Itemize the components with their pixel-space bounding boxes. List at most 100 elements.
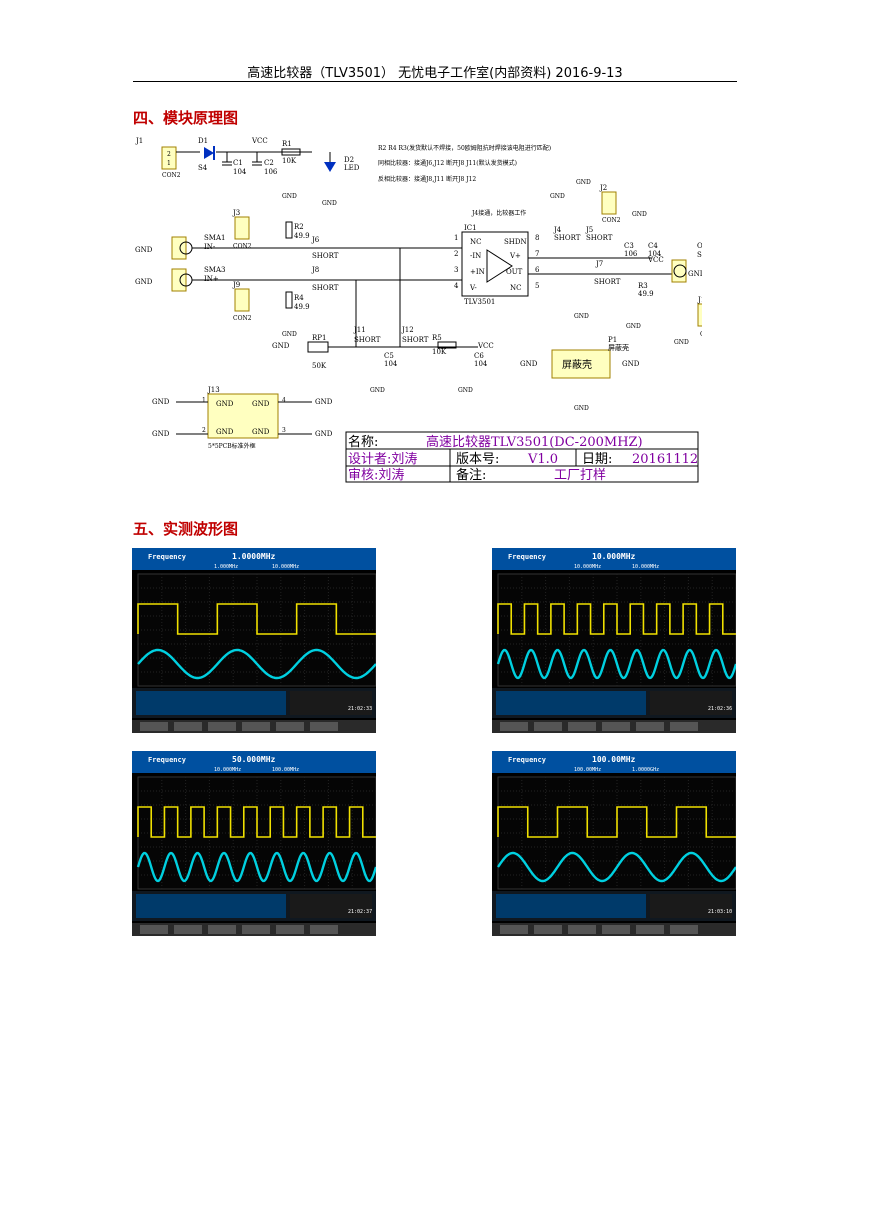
- svg-text:GND: GND: [152, 430, 170, 438]
- svg-text:J4: J4: [553, 226, 562, 234]
- svg-text:2: 2: [202, 427, 206, 434]
- svg-text:OUT: OUT: [697, 242, 702, 250]
- svg-text:GND: GND: [252, 400, 270, 408]
- svg-text:SHORT: SHORT: [586, 234, 613, 242]
- svg-text:4: 4: [282, 397, 286, 404]
- svg-text:GND: GND: [216, 428, 234, 436]
- scope-measure-value: 1.0000MHz: [232, 552, 276, 561]
- svg-text:GND: GND: [574, 313, 589, 320]
- svg-text:名称:: 名称:: [348, 434, 378, 450]
- svg-text:备注:: 备注:: [456, 467, 486, 483]
- svg-text:SHDN: SHDN: [504, 238, 527, 246]
- svg-text:3: 3: [454, 266, 458, 274]
- scope-square-trace: [137, 603, 376, 635]
- scope-sine-trace: [136, 851, 376, 883]
- svg-text:GND: GND: [458, 387, 473, 394]
- svg-text:GND: GND: [272, 342, 290, 350]
- svg-text:屏蔽壳: 屏蔽壳: [562, 358, 592, 371]
- scope-measure-title: Frequency: [508, 756, 547, 764]
- svg-text:R4: R4: [294, 294, 304, 302]
- svg-text:C2: C2: [264, 159, 274, 167]
- svg-text:NC: NC: [510, 284, 521, 292]
- svg-text:GND: GND: [520, 360, 538, 368]
- svg-text:J8: J8: [311, 266, 319, 274]
- svg-text:GND: GND: [688, 270, 702, 278]
- svg-text:SHORT: SHORT: [554, 234, 581, 242]
- svg-text:GND: GND: [315, 398, 333, 406]
- svg-text:J12: J12: [401, 326, 414, 334]
- svg-text:49.9: 49.9: [638, 290, 654, 298]
- svg-text:CON2: CON2: [700, 331, 702, 338]
- svg-text:C6: C6: [474, 352, 484, 360]
- svg-text:GND: GND: [626, 323, 641, 330]
- scope-time: 21:02:37: [348, 909, 372, 915]
- svg-text:5*5PCB标准外框: 5*5PCB标准外框: [208, 442, 256, 450]
- svg-text:J3: J3: [232, 209, 240, 217]
- svg-text:10K: 10K: [282, 157, 297, 165]
- svg-text:V1.0: V1.0: [527, 452, 558, 467]
- svg-text:5: 5: [535, 282, 539, 290]
- svg-text:1: 1: [202, 397, 206, 404]
- svg-text:GND: GND: [135, 246, 153, 254]
- svg-text:IN-: IN-: [204, 243, 216, 251]
- scope-time: 21:02:33: [348, 706, 372, 712]
- svg-text:1: 1: [454, 234, 458, 242]
- svg-text:SHORT: SHORT: [354, 336, 381, 344]
- svg-text:SMA3: SMA3: [204, 266, 225, 274]
- svg-text:R2: R2: [294, 223, 304, 231]
- scope-measure-title: Frequency: [148, 756, 187, 764]
- svg-text:GND: GND: [622, 360, 640, 368]
- svg-text:J2: J2: [599, 184, 607, 192]
- j13-frame: [207, 393, 279, 439]
- svg-text:TLV3501: TLV3501: [464, 298, 495, 306]
- svg-text:D1: D1: [198, 137, 208, 145]
- svg-text:4: 4: [454, 282, 459, 290]
- scope-range-right: 1.0000GHz: [632, 767, 659, 773]
- svg-text:R2 R4 R3(发货默认不焊接，50欧姆阻抗时焊接该电阻进: R2 R4 R3(发货默认不焊接，50欧姆阻抗时焊接该电阻进行匹配): [378, 144, 551, 152]
- title-block: 名称: 高速比较器TLV3501(DC-200MHZ) 设计者:刘涛 版本号: …: [345, 431, 699, 483]
- section-heading-waveforms: 五、实测波形图: [133, 520, 239, 538]
- svg-text:J10: J10: [697, 296, 702, 304]
- svg-text:R5: R5: [432, 334, 442, 342]
- svg-text:CON2: CON2: [233, 315, 252, 322]
- svg-text:GND: GND: [282, 331, 297, 338]
- header-divider: [133, 81, 737, 82]
- svg-text:同相比较器：接通J6,J12 断开J8 J11(默认发货模式: 同相比较器：接通J6,J12 断开J8 J11(默认发货模式): [378, 159, 517, 167]
- svg-text:106: 106: [264, 168, 278, 176]
- svg-text:SHORT: SHORT: [312, 284, 339, 292]
- svg-text:49.9: 49.9: [294, 303, 310, 311]
- svg-text:50K: 50K: [312, 362, 327, 370]
- svg-text:104: 104: [384, 360, 398, 368]
- scope-square-trace: [497, 806, 736, 838]
- svg-text:LED: LED: [344, 164, 360, 172]
- svg-text:SHORT: SHORT: [312, 252, 339, 260]
- scope-measure-value: 50.000MHz: [232, 755, 276, 764]
- svg-text:GND: GND: [315, 430, 333, 438]
- svg-text:版本号:: 版本号:: [456, 452, 499, 467]
- svg-text:2: 2: [167, 151, 171, 158]
- scope-sine-trace: [496, 648, 736, 680]
- scope-square-trace: [137, 806, 376, 838]
- svg-text:J5: J5: [585, 226, 593, 234]
- svg-text:GND: GND: [152, 398, 170, 406]
- svg-text:J7: J7: [595, 260, 603, 268]
- svg-text:P1: P1: [608, 336, 617, 344]
- svg-text:日期:: 日期:: [582, 452, 612, 467]
- scope-range-right: 100.00MHz: [272, 767, 299, 773]
- svg-text:GND: GND: [674, 339, 689, 346]
- svg-text:V+: V+: [509, 252, 521, 260]
- svg-text:104: 104: [648, 250, 662, 258]
- scope-square-trace: [497, 603, 736, 635]
- svg-text:J4接通，比较器工作: J4接通，比较器工作: [471, 209, 526, 217]
- scope-range-right: 10.000MHz: [632, 564, 659, 570]
- svg-text:SHORT: SHORT: [594, 278, 621, 286]
- scope-range-left: 1.000MHz: [214, 564, 238, 570]
- led-d2: [324, 162, 336, 172]
- scope-measure-title: Frequency: [148, 553, 187, 561]
- svg-text:20161112: 20161112: [632, 452, 698, 467]
- diode-d1: [204, 147, 214, 159]
- svg-text:104: 104: [474, 360, 488, 368]
